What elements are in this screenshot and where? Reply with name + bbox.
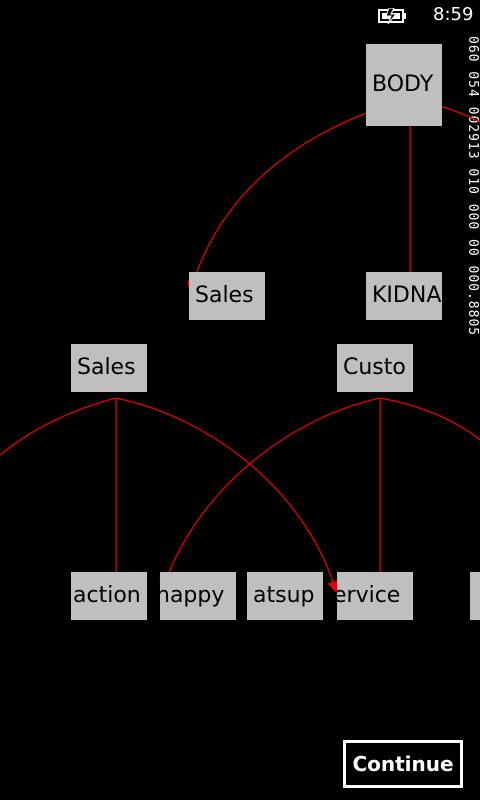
status-bar: 8:59 (0, 0, 480, 32)
edge-sales-offscreen (0, 397, 117, 456)
node-offscreen-leaf[interactable] (470, 572, 480, 620)
node-custo[interactable]: Custo (337, 344, 413, 392)
frame-rate-counter: 060 054 002913 010 000 00 000.8805 (465, 36, 480, 337)
status-time: 8:59 (433, 4, 474, 25)
battery-charging-icon (378, 8, 406, 24)
node-service[interactable]: ervice (337, 572, 413, 620)
edge-sales-service (115, 397, 339, 594)
edge-custo-happy (159, 397, 381, 594)
edge-custo-offscreen (379, 397, 480, 441)
node-happy[interactable]: happy (160, 572, 236, 620)
node-action[interactable]: action (71, 572, 147, 620)
node-body[interactable]: BODY (366, 44, 442, 126)
node-whatsup[interactable]: atsup (247, 572, 323, 620)
node-sales-top[interactable]: Sales (189, 272, 265, 320)
continue-button[interactable]: Continue (343, 740, 463, 788)
edge-body-sales (187, 97, 411, 294)
node-kidna[interactable]: KIDNA (366, 272, 442, 320)
node-sales-mid[interactable]: Sales (71, 344, 147, 392)
